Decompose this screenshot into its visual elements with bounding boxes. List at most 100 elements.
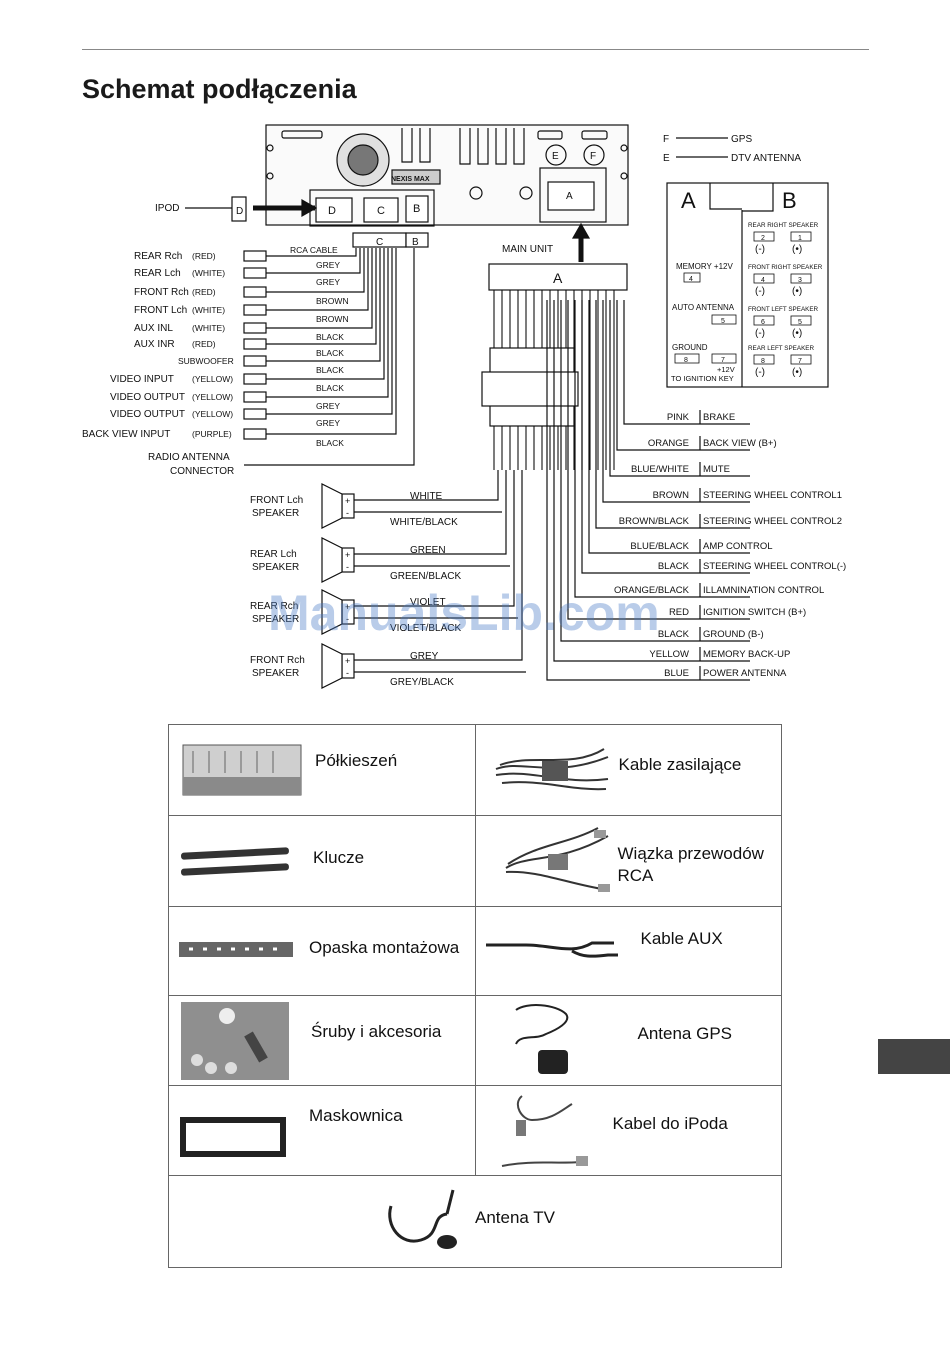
rca-plug-icon <box>243 428 267 440</box>
right-wire-color: ORANGE/BLACK <box>614 585 690 596</box>
accessory-label: Opaska montażowa <box>309 938 460 957</box>
right-wire <box>602 300 750 503</box>
accessory-cell: Wiązka przewodów RCA <box>474 815 782 907</box>
rca-wire <box>266 248 393 415</box>
right-wire-color: ORANGE <box>648 438 689 449</box>
connector-d <box>315 197 353 223</box>
right-wires <box>546 300 750 681</box>
rca-color: (YELLOW) <box>192 409 233 419</box>
right-wire-function: ILLAMNINATION CONTROL <box>703 585 824 596</box>
box-b-pin-frame <box>790 315 812 326</box>
box-a-antenna-pin: 5 <box>721 318 725 325</box>
accessory-cell: Opaska montażowa <box>168 906 476 996</box>
box-b-pin-pos: 7 <box>798 358 802 365</box>
radio-antenna-wire <box>244 248 415 466</box>
right-wire-function: AMP CONTROL <box>703 541 773 552</box>
right-wire-function: POWER ANTENNA <box>703 668 787 679</box>
speaker-name: FRONT Rch <box>250 655 305 666</box>
speaker-cone <box>321 643 343 689</box>
speaker-labels: +-FRONT LchSPEAKERWHITEWHITE/BLACK+-REAR… <box>250 491 461 688</box>
accessory-label-line2: RCA <box>617 866 654 885</box>
power-cables-icon <box>495 748 608 791</box>
right-wire-function: GROUND (B-) <box>703 629 764 640</box>
rca-color: (PURPLE) <box>192 429 232 439</box>
speaker-plus: + <box>345 656 350 666</box>
accessory-cell: Półkieszeń <box>168 724 476 816</box>
box-a-memory-pin: 4 <box>689 276 693 283</box>
accessory-label: Klucze <box>313 848 365 867</box>
box-b-pin-neg: 2 <box>761 235 765 242</box>
rca-c-label: C <box>376 237 383 248</box>
box-a-antenna-label: AUTO ANTENNA <box>672 303 735 312</box>
speaker-minus: - <box>346 614 349 624</box>
box-a-ground-label: GROUND <box>672 343 708 352</box>
tv-antenna-icon <box>388 1189 457 1249</box>
accessory-cell: Maskownica <box>168 1085 476 1176</box>
rca-wire-color: GREY <box>316 418 340 428</box>
unit-brand: NEXIS MAX <box>391 176 430 183</box>
rca-wire-color: GREY <box>316 401 340 411</box>
box-b-neg-symbol: (-) <box>755 367 765 378</box>
speaker-name: REAR Rch <box>250 601 298 612</box>
accessory-label: Kable zasilające <box>618 755 742 774</box>
legend-letter-f: F <box>663 134 669 145</box>
rca-wire-color: BLACK <box>316 438 344 448</box>
speaker-minus: - <box>346 508 349 518</box>
right-wire-color: YELLOW <box>649 649 689 660</box>
right-wire-function: STEERING WHEEL CONTROL2 <box>703 516 842 527</box>
rca-wire <box>266 248 397 435</box>
right-wire <box>623 300 750 425</box>
right-wire-color: BLUE/BLACK <box>630 541 689 552</box>
right-wire-color: BLACK <box>658 629 690 640</box>
rca-plug-icon <box>243 391 267 403</box>
side-tab <box>878 1039 950 1074</box>
box-b-pos-symbol: (•) <box>792 367 802 378</box>
speaker-name-line2: SPEAKER <box>252 508 299 519</box>
accessory-label: Kable AUX <box>640 929 723 948</box>
right-wire-color: BLACK <box>658 561 690 572</box>
right-wire-color: BROWN <box>653 490 690 501</box>
rca-color: (RED) <box>192 251 216 261</box>
accessory-label: Antena GPS <box>637 1024 733 1043</box>
rca-plug-icon <box>243 355 267 367</box>
speaker-name-line2: SPEAKER <box>252 614 299 625</box>
box-b-speaker-label: REAR RIGHT SPEAKER <box>748 222 819 229</box>
right-wire <box>609 300 750 477</box>
rca-color: (RED) <box>192 339 216 349</box>
connector-e-label: E <box>552 151 559 162</box>
speaker-name: FRONT Lch <box>250 495 303 506</box>
box-b-groups: REAR RIGHT SPEAKER 2 1 (-) (•) FRONT RIGHT SP… <box>748 222 823 378</box>
right-wire <box>616 300 750 451</box>
right-wire <box>581 300 750 574</box>
box-b-pin-pos: 3 <box>798 277 802 284</box>
box-b-speaker-label: FRONT RIGHT SPEAKER <box>748 264 823 271</box>
box-b-pin-frame <box>753 354 775 365</box>
right-wire-function: MUTE <box>703 464 730 475</box>
rca-plug-icon <box>243 267 267 279</box>
speaker-cone <box>321 537 343 583</box>
rca-harness-icon <box>504 827 610 892</box>
speaker-neg-wire-color: WHITE/BLACK <box>390 517 458 528</box>
box-b-neg-symbol: (-) <box>755 244 765 255</box>
connector-b-label: B <box>413 203 420 215</box>
speaker-pos-wire <box>354 470 523 661</box>
legend-label-gps: GPS <box>731 134 752 145</box>
top-rule <box>82 49 869 50</box>
rca-cable-label: RCA CABLE <box>290 245 338 255</box>
wiring-diagram: F GPS E DTV ANTENNA NEXIS MAX D C B E F … <box>82 124 846 689</box>
box-b-pin-pos: 1 <box>798 235 802 242</box>
rca-wire <box>266 248 365 293</box>
keys-icon <box>181 847 289 876</box>
speaker-name-line2: SPEAKER <box>252 668 299 679</box>
connector-a <box>547 181 595 211</box>
rca-plug-icon <box>243 338 267 350</box>
box-b-pos-symbol: (•) <box>792 286 802 297</box>
right-wire-color: BLUE <box>664 668 689 679</box>
ipod-label: IPOD <box>155 203 179 214</box>
connector-e <box>545 144 567 166</box>
rca-wire <box>266 248 357 257</box>
rca-wire <box>266 248 389 398</box>
rca-wire-color: GREY <box>316 260 340 270</box>
